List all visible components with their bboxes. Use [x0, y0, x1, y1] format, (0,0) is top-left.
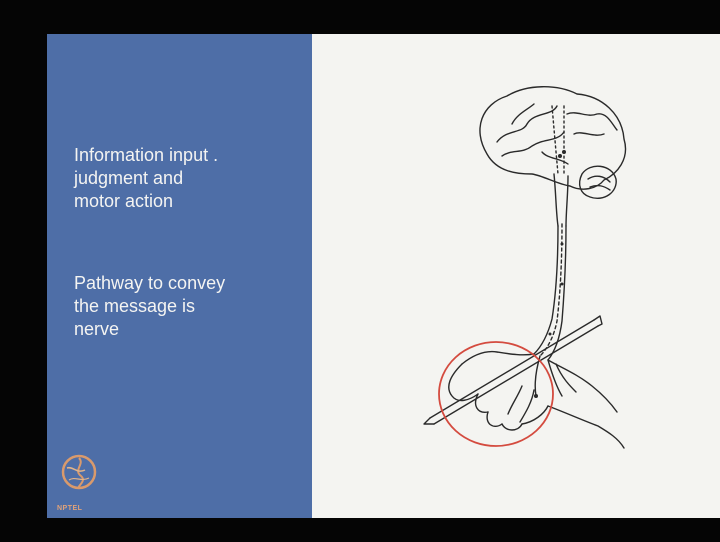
- point-line: Information input .: [74, 144, 304, 167]
- left-panel: Information input . judgment and motor a…: [47, 34, 312, 518]
- point-line: the message is: [74, 295, 304, 318]
- point-pathway: Pathway to convey the message is nerve: [74, 272, 304, 341]
- point-line: Pathway to convey: [74, 272, 304, 295]
- nptel-logo-icon: [55, 446, 111, 514]
- point-line: judgment and: [74, 167, 304, 190]
- point-line: motor action: [74, 190, 304, 213]
- slide: Information input . judgment and motor a…: [47, 34, 720, 518]
- brain-nerve-hand-diagram-icon: [312, 34, 720, 518]
- point-information-input: Information input . judgment and motor a…: [74, 144, 304, 213]
- point-line: nerve: [74, 318, 304, 341]
- nptel-logo-label: NPTEL: [57, 505, 82, 512]
